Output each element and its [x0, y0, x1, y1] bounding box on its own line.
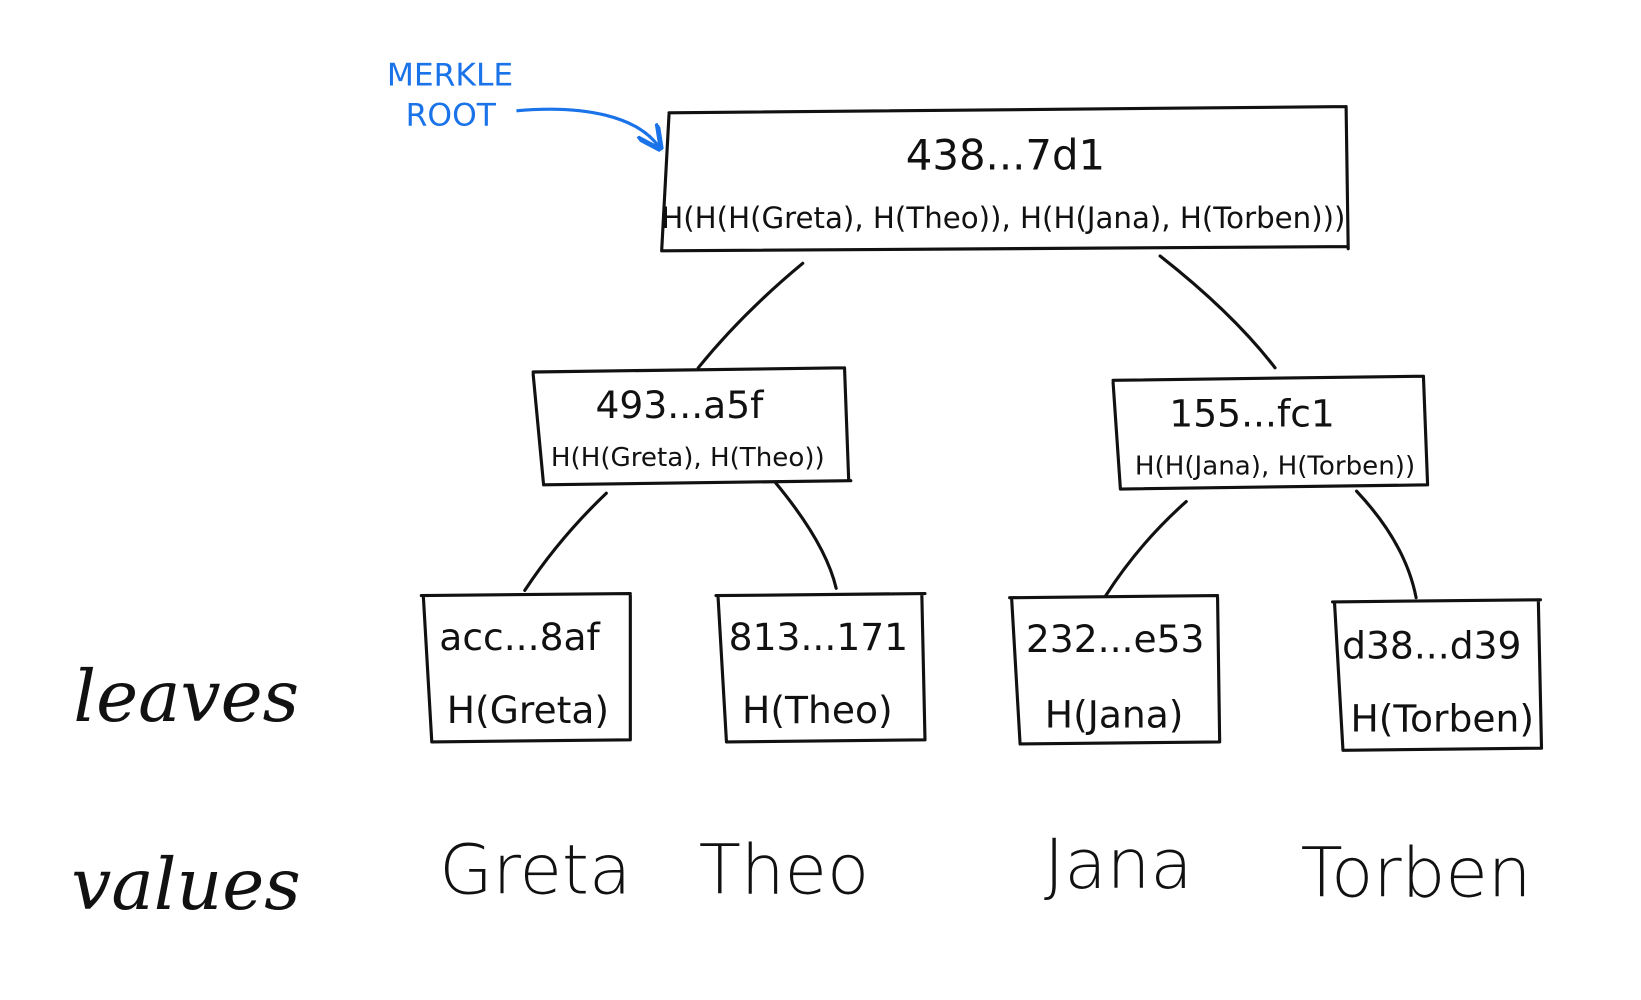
root-hash: 438...7d1: [906, 130, 1105, 179]
leaf-node-greta: acc...8af H(Greta): [419, 591, 632, 744]
leaf-box: [419, 591, 632, 744]
leaf-formula: H(Torben): [1350, 696, 1534, 740]
leaf-formula: H(Greta): [447, 688, 609, 732]
row-label-values: values: [71, 843, 300, 926]
edge-left-greta: [523, 491, 608, 592]
inner-left-box: [531, 366, 853, 487]
value-jana: Jana: [1044, 825, 1193, 905]
merkle-root-annotation: MERKLE ROOT: [387, 58, 659, 147]
inner-node-left: 493...a5f H(H(Greta), H(Theo)): [531, 366, 853, 487]
inner-left-formula: H(H(Greta), H(Theo)): [551, 443, 825, 473]
leaf-box: [1008, 594, 1222, 746]
row-label-leaves: leaves: [73, 655, 299, 738]
value-theo: Theo: [699, 830, 869, 910]
root-formula: H(H(H(Greta), H(Theo)), H(H(Jana), H(Tor…: [661, 201, 1345, 235]
edge-right-jana: [1104, 500, 1188, 598]
value-greta: Greta: [439, 830, 631, 910]
root-box: [660, 105, 1350, 253]
leaf-hash: 232...e53: [1026, 617, 1205, 661]
arrow-icon: [516, 107, 658, 146]
inner-right-hash: 155...fc1: [1169, 391, 1335, 435]
inner-node-right: 155...fc1 H(H(Jana), H(Torben)): [1111, 374, 1430, 491]
leaf-node-theo: 813...171 H(Theo): [714, 591, 927, 744]
leaf-box: [1330, 598, 1544, 752]
leaf-node-torben: d38...d39 H(Torben): [1330, 598, 1544, 752]
edge-root-right: [1158, 254, 1277, 370]
inner-right-formula: H(H(Jana), H(Torben)): [1135, 451, 1415, 481]
tree-edges: [523, 254, 1418, 600]
edge-right-torben: [1354, 489, 1418, 600]
value-torben: Torben: [1301, 834, 1532, 914]
leaf-node-jana: 232...e53 H(Jana): [1008, 594, 1222, 746]
leaf-hash: 813...171: [729, 615, 908, 659]
root-node: 438...7d1 H(H(H(Greta), H(Theo)), H(H(Ja…: [660, 105, 1350, 253]
leaf-box: [714, 591, 927, 744]
leaf-formula: H(Theo): [742, 688, 893, 732]
leaf-hash: d38...d39: [1342, 623, 1521, 667]
annotation-line-1: MERKLE: [387, 58, 513, 94]
inner-right-box: [1111, 374, 1430, 491]
leaf-formula: H(Jana): [1045, 692, 1184, 736]
leaf-hash: acc...8af: [439, 615, 600, 659]
inner-left-hash: 493...a5f: [595, 383, 764, 427]
edge-left-theo: [774, 481, 838, 590]
edge-root-left: [696, 261, 805, 370]
annotation-line-2: ROOT: [406, 97, 497, 133]
